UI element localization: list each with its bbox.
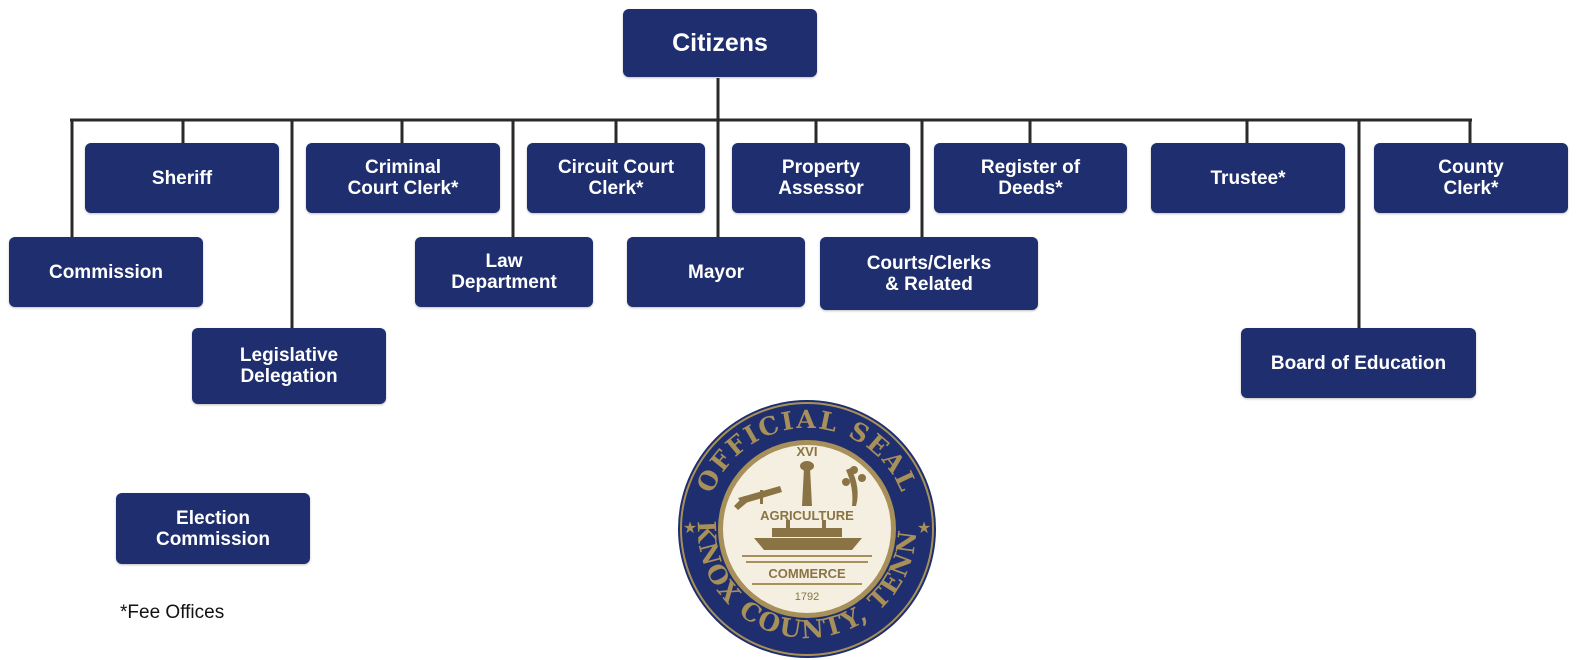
board-of-education-label: Board of Education xyxy=(1270,352,1447,374)
seal-year: 1792 xyxy=(795,591,819,603)
seal-boat-icon xyxy=(754,520,862,550)
county-clerk-box: County Clerk* xyxy=(1374,143,1568,213)
fee-offices-footnote: *Fee Offices xyxy=(120,602,225,623)
property-assessor-box: Property Assessor xyxy=(732,143,910,213)
mayor-label: Mayor xyxy=(688,261,744,283)
property-assessor-label: Property Assessor xyxy=(778,157,864,199)
trustee-box: Trustee* xyxy=(1151,143,1345,213)
seal-agriculture-word: AGRICULTURE xyxy=(760,508,854,523)
register-of-deeds-label: Register of Deeds* xyxy=(980,157,1081,199)
seal-left-star-icon: ★ xyxy=(683,520,697,537)
legislative-delegation-box: Legislative Delegation xyxy=(192,328,386,404)
seal-water-lines xyxy=(742,555,872,585)
knox-county-official-seal: OFFICIAL SEAL KNOX COUNTY, TENN. ★ ★ XVI… xyxy=(676,398,936,658)
trustee-label: Trustee* xyxy=(1210,167,1286,189)
seal-commerce-word: COMMERCE xyxy=(768,566,846,581)
seal-plow-icon xyxy=(734,486,782,510)
law-department-box: Law Department xyxy=(415,237,593,307)
circuit-court-clerk-label: Circuit Court Clerk* xyxy=(557,157,675,199)
county-clerk-label: County Clerk* xyxy=(1438,157,1504,199)
circuit-court-clerk-box: Circuit Court Clerk* xyxy=(527,143,705,213)
seal-right-star-icon: ★ xyxy=(917,520,931,537)
criminal-court-clerk-box: Criminal Court Clerk* xyxy=(306,143,500,213)
citizens-label: Citizens xyxy=(672,28,768,57)
seal-gold-border xyxy=(680,402,934,656)
legislative-delegation-label: Legislative Delegation xyxy=(239,345,339,387)
mayor-box: Mayor xyxy=(627,237,805,307)
commission-box: Commission xyxy=(9,237,203,307)
seal-numeral: XVI xyxy=(797,444,818,459)
election-commission-box: Election Commission xyxy=(116,493,310,564)
seal-wheat-sheaf-icon xyxy=(800,461,814,506)
courts-clerks-related-box: Courts/Clerks & Related xyxy=(820,237,1038,310)
register-of-deeds-box: Register of Deeds* xyxy=(934,143,1127,213)
law-department-label: Law Department xyxy=(451,251,557,293)
sheriff-label: Sheriff xyxy=(151,167,213,189)
sheriff-box: Sheriff xyxy=(85,143,279,213)
citizens-box: Citizens xyxy=(623,9,817,77)
board-of-education-box: Board of Education xyxy=(1241,328,1476,398)
commission-label: Commission xyxy=(48,261,164,283)
criminal-court-clerk-label: Criminal Court Clerk* xyxy=(347,157,459,199)
seal-cotton-plant-icon xyxy=(842,466,866,506)
courts-clerks-related-label: Courts/Clerks & Related xyxy=(866,252,992,295)
election-commission-label: Election Commission xyxy=(155,507,271,550)
